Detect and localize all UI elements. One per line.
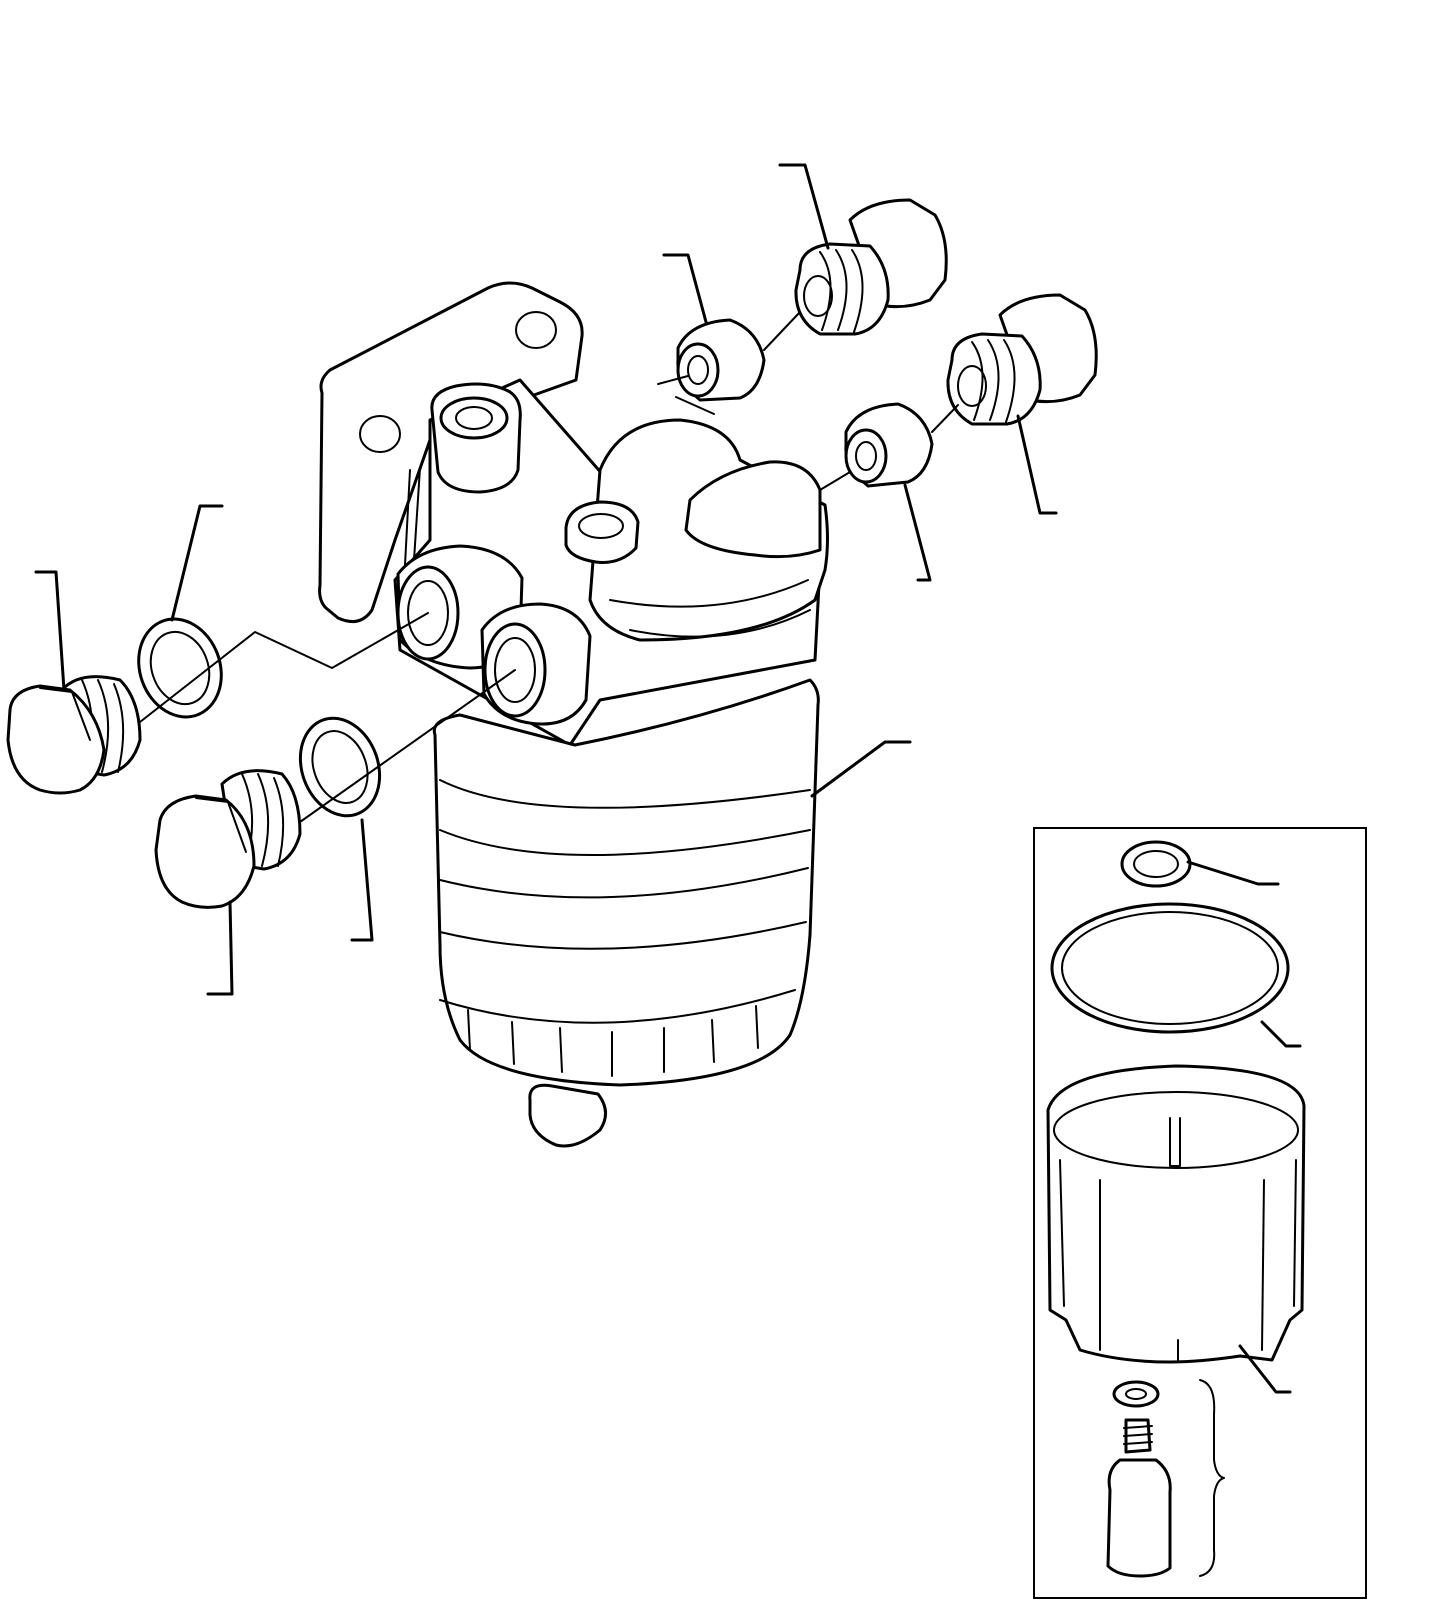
- banjo-bolt-upper: [796, 200, 946, 334]
- banjo-bolt-lower: [948, 295, 1096, 424]
- spacer-upper: [678, 320, 764, 400]
- plug-lower-left: [156, 771, 300, 908]
- washer-lower-left: [287, 707, 393, 827]
- assembly-lines: [140, 312, 958, 822]
- leader-lines: [36, 165, 1056, 994]
- filter-canister: [434, 680, 818, 1146]
- inset-small-seal: [1122, 842, 1190, 886]
- spacer-lower: [846, 404, 932, 486]
- filter-head: [395, 380, 828, 745]
- inset-large-o-ring: [1052, 904, 1288, 1032]
- inset-leader-lines: [1188, 862, 1300, 1576]
- washer-upper-left: [125, 607, 234, 728]
- mounting-bracket: [320, 283, 583, 622]
- inset-filter-element: [1048, 1066, 1304, 1362]
- plug-upper-left: [8, 677, 140, 793]
- inset-drain-plug: [1108, 1420, 1170, 1576]
- inset-panel: [1034, 828, 1366, 1598]
- inset-drain-washer: [1114, 1382, 1158, 1406]
